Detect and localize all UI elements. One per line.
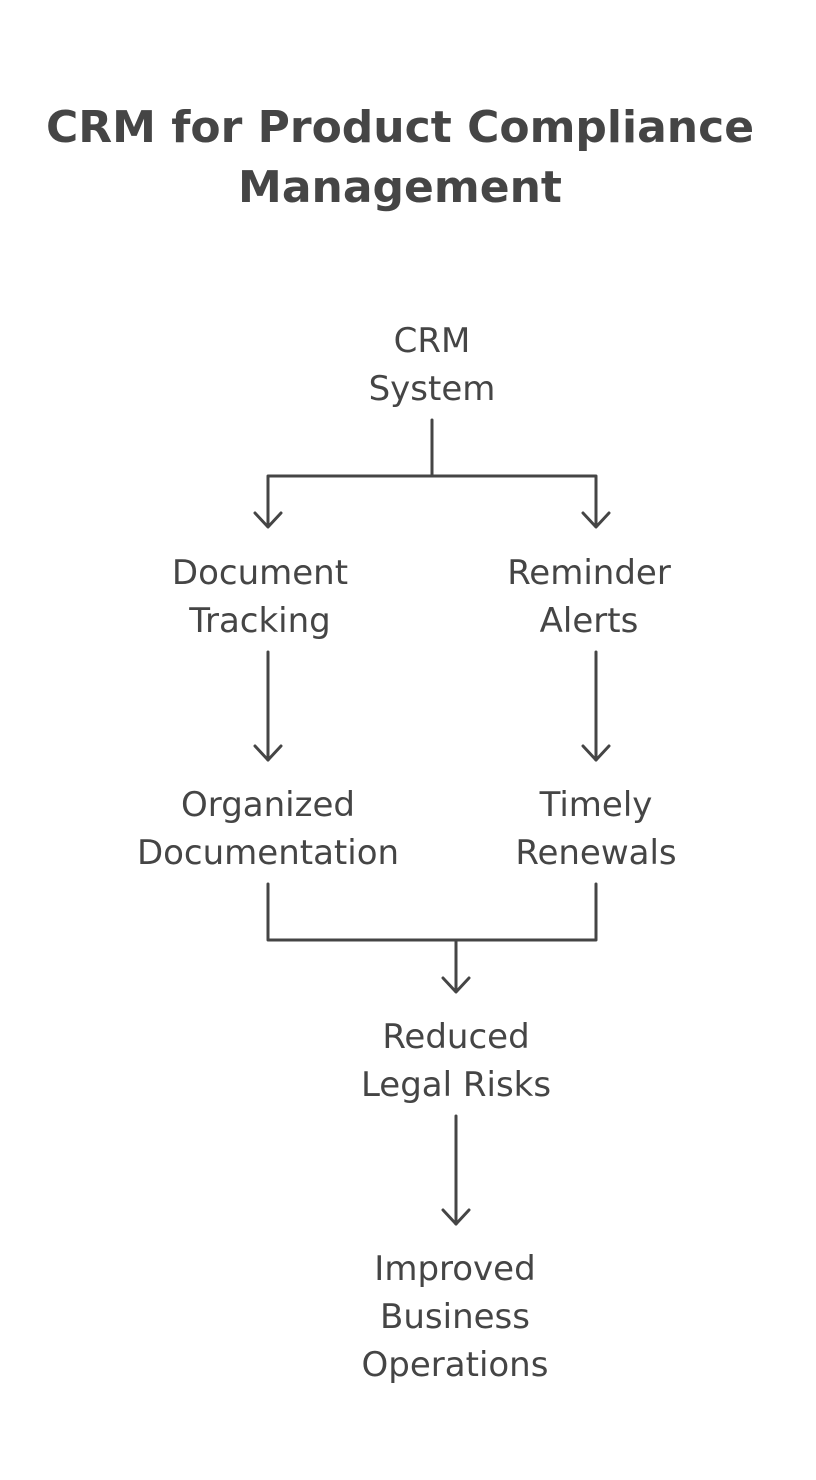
node-label-line: Improved — [374, 1249, 536, 1289]
node-label-line: Reminder — [507, 553, 671, 593]
node-label-line: Tracking — [189, 601, 331, 641]
node-label-line: Business — [380, 1297, 530, 1337]
node-reminder-alerts: Reminder Alerts — [429, 549, 749, 645]
node-label-line: Operations — [361, 1345, 549, 1385]
connector-crm-to-branches — [266, 418, 598, 528]
arrowhead-improved-business-operations — [441, 1208, 471, 1226]
diagram-title: CRM for Product Compliance Management — [0, 98, 800, 218]
node-label-line: Timely — [539, 785, 653, 825]
arrowhead-timely-renewals — [581, 744, 611, 762]
connector-merge-to-reduced-legal-risks — [266, 882, 598, 993]
node-label-line: CRM — [393, 321, 471, 361]
node-improved-business-operations: Improved Business Operations — [295, 1245, 615, 1389]
node-document-tracking: Document Tracking — [100, 549, 420, 645]
node-label-line: Documentation — [136, 833, 400, 873]
arrowhead-document-tracking — [253, 511, 283, 529]
node-label-line: Document — [171, 553, 349, 593]
node-label-line: Renewals — [515, 833, 677, 873]
arrowhead-organized-documentation — [253, 744, 283, 762]
node-label-line: Legal Risks — [360, 1065, 552, 1105]
node-organized-documentation: Organized Documentation — [108, 781, 428, 877]
node-label-line: Reduced — [382, 1017, 530, 1057]
node-timely-renewals: Timely Renewals — [436, 781, 756, 877]
arrowhead-reduced-legal-risks — [441, 976, 471, 994]
node-label-line: Alerts — [539, 601, 639, 641]
arrowhead-reminder-alerts — [581, 511, 611, 529]
diagram-title-line-1: CRM for Product Compliance — [45, 102, 755, 153]
node-label-line: Organized — [181, 785, 355, 825]
node-crm-system: CRM System — [272, 317, 592, 413]
node-reduced-legal-risks: Reduced Legal Risks — [296, 1013, 616, 1109]
node-label-line: System — [368, 369, 496, 409]
diagram-title-line-2: Management — [238, 162, 562, 213]
